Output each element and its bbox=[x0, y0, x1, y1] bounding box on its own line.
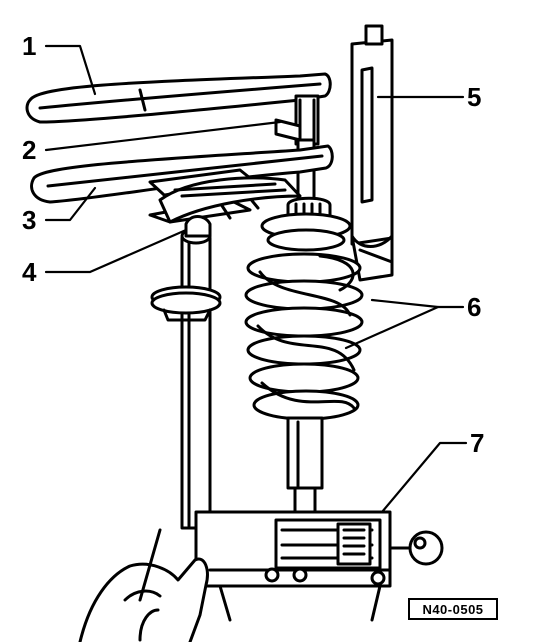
vertical-tower bbox=[350, 24, 394, 282]
upper-lever-arm bbox=[25, 72, 332, 124]
spring-jaw-plates bbox=[158, 176, 302, 224]
strut-top-mount bbox=[260, 196, 352, 252]
callout-7: 7 bbox=[470, 428, 485, 458]
callout-5: 5 bbox=[467, 82, 482, 112]
support-column bbox=[150, 215, 222, 530]
callout-1: 1 bbox=[22, 31, 37, 61]
base-clamp bbox=[194, 510, 444, 622]
callout-6: 6 bbox=[467, 292, 482, 322]
operator-hand bbox=[78, 528, 209, 642]
callout-4: 4 bbox=[22, 257, 37, 287]
figure-reference-code: N40-0505 bbox=[408, 598, 498, 620]
callout-2: 2 bbox=[22, 135, 37, 165]
callout-3: 3 bbox=[22, 205, 37, 235]
leader-lines bbox=[44, 44, 468, 514]
coil-spring bbox=[244, 252, 364, 421]
